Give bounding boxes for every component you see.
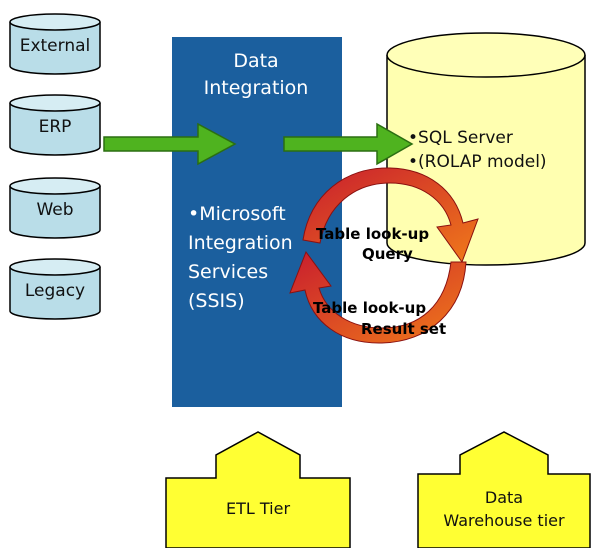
dw-tier-label-line1: Data <box>484 488 524 507</box>
integration-bullet-line2: Integration <box>188 232 293 254</box>
etl-tier-label: ETL Tier <box>225 499 291 518</box>
lookup-cycle-arrows <box>289 167 479 344</box>
cycle-result-line1: Table look-up <box>313 299 427 317</box>
warehouse-line2: •(ROLAP model) <box>408 152 547 172</box>
cycle-result-line2: Result set <box>361 320 447 338</box>
cycle-query-line2: Query <box>362 245 413 263</box>
warehouse-line1: •SQL Server <box>408 128 513 148</box>
integration-title-line1: Data <box>233 50 279 72</box>
cylinder-web <box>9 177 101 239</box>
integration-bullet-line4: (SSIS) <box>188 290 245 312</box>
cycle-query-line1: Table look-up <box>316 225 430 243</box>
cylinder-erp <box>9 94 101 156</box>
arrow-integration-to-warehouse <box>283 122 414 166</box>
cylinder-legacy <box>9 258 101 320</box>
warehouse-cylinder <box>386 32 586 266</box>
source-label-web: Web <box>36 200 74 220</box>
source-label-legacy: Legacy <box>24 281 86 301</box>
arrow-erp-to-integration <box>103 122 237 166</box>
etl-tier-arrow <box>165 431 351 548</box>
source-label-erp: ERP <box>38 117 72 137</box>
dw-tier-label-line2: Warehouse tier <box>443 511 565 530</box>
cylinder-external <box>9 13 101 75</box>
integration-bullet-line3: Services <box>188 261 269 283</box>
integration-title-line2: Integration <box>203 77 309 99</box>
source-label-external: External <box>19 36 91 56</box>
integration-bullet-line1: •Microsoft <box>188 203 286 225</box>
dw-tier-arrow <box>417 431 591 548</box>
